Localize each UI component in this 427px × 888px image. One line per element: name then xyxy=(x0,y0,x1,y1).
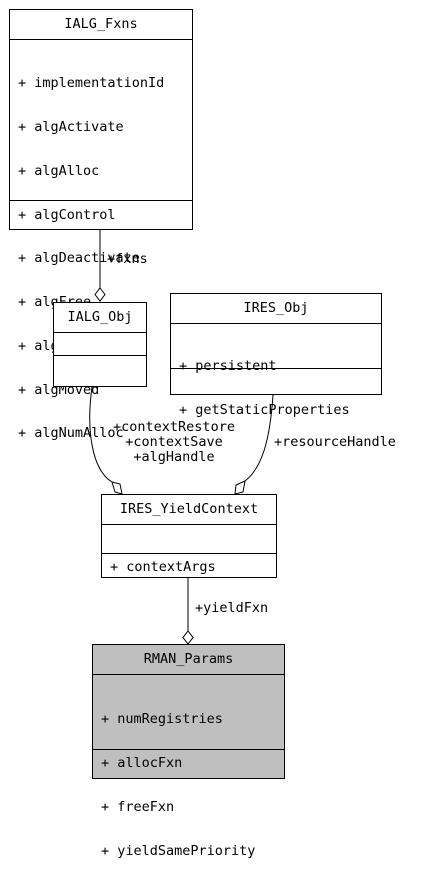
diamond-context xyxy=(111,481,123,495)
edge-label-yield-fxn: +yieldFxn xyxy=(195,600,269,616)
connector-context xyxy=(89,386,113,483)
class-title: IRES_YieldContext xyxy=(102,495,276,525)
attribute: + algAlloc xyxy=(18,162,100,179)
class-attributes: + implementationId + algActivate + algAl… xyxy=(10,40,192,441)
diamond-fxns xyxy=(94,287,106,302)
diamond-resource xyxy=(234,480,246,495)
edge-label-fxns: +fxns xyxy=(107,251,148,267)
attribute: + algNumAlloc xyxy=(18,425,124,442)
attribute: + algActivate xyxy=(18,118,124,135)
attribute: + implementationId xyxy=(18,75,165,92)
attribute: + numRegistries xyxy=(101,711,223,728)
class-ialg-fxns: IALG_Fxns + implementationId + algActiva… xyxy=(9,9,193,441)
connector-resource xyxy=(244,394,274,482)
class-title: RMAN_Params xyxy=(93,645,284,675)
class-attributes: + numRegistries + allocFxn + freeFxn + y… xyxy=(93,675,284,858)
class-ialg-obj: IALG_Obj xyxy=(53,302,147,387)
diamond-yield xyxy=(182,630,194,645)
class-rman-params: RMAN_Params + numRegistries + allocFxn +… xyxy=(92,644,285,858)
class-title: IRES_Obj xyxy=(171,294,381,324)
attribute: + algDeactivate xyxy=(18,250,140,267)
class-attributes xyxy=(54,333,146,356)
class-operations xyxy=(54,356,146,386)
edge-label-context: +contextRestore +contextSave +algHandle xyxy=(113,419,235,465)
class-title: IALG_Obj xyxy=(54,303,146,333)
class-title: IALG_Fxns xyxy=(10,10,192,40)
attribute: + contextArgs xyxy=(110,559,216,576)
class-ires-obj: IRES_Obj + persistent + getStaticPropert… xyxy=(170,293,382,417)
attribute: + algControl xyxy=(18,206,116,223)
attribute: + yieldSamePriority xyxy=(101,842,256,859)
attribute: + getStaticProperties xyxy=(179,401,350,418)
class-attributes: + persistent + getStaticProperties xyxy=(171,324,381,417)
attribute: + freeFxn xyxy=(101,798,175,815)
attribute: + allocFxn xyxy=(101,754,183,771)
edge-label-resource-handle: +resourceHandle xyxy=(274,434,396,450)
class-ires-yieldcontext: IRES_YieldContext + contextArgs xyxy=(101,494,277,578)
attribute: + persistent xyxy=(179,358,277,375)
class-attributes: + contextArgs xyxy=(102,525,276,574)
